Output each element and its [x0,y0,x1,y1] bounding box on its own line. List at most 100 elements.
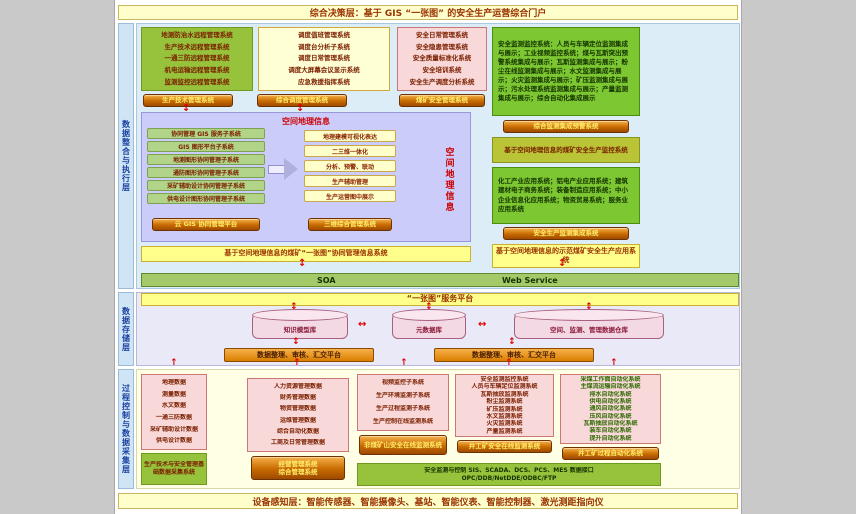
layer-label-storage: 数据存储层 [118,292,134,366]
connector-arrow-icon [508,338,516,347]
bottom-banner: 设备感知层：智能传感器、智能摄像头、基站、智能仪表、智能控制器、激光测距指向仪 [118,493,738,509]
system-item: 地测防治水远程管理系统 [161,31,233,40]
gis-subsystem-item: 采矿辅助设计协同管理子系统 [147,180,265,191]
system-item: 提升自动化系统 [589,434,632,442]
integrated-warning-system-button: 综合监测集成预警系统 [503,120,629,133]
data-item: 物资管理数据 [279,405,316,413]
system-item: 生产过程监测子系统 [375,404,430,412]
data-item: 一通三防数据 [155,413,192,421]
basic-data-collection-box: 生产技术与安全管理基础数据采集系统 [141,453,207,485]
erp-data-panel: 人力资源管理数据 财务管理数据 物资管理数据 运维管理数据 综合自动化数据 工商… [247,378,349,452]
system-item: 一通三防远程管理系统 [164,54,230,63]
gis-subsystem-item: 协同管理 GIS 服务子系统 [147,128,265,139]
metadata-db-cylinder: 元数据库 [392,309,466,339]
gis-transform-arrow-icon [268,158,300,180]
connector-arrow-icon [425,303,433,312]
web-service-label: Web Service [502,276,558,285]
system-item: 采煤工作面自动化系统 [580,376,641,383]
connector-arrow-icon [478,320,486,330]
system-item: 主煤流运输自动化系统 [580,383,641,391]
gis-capability-item: 分析、预警、联动 [304,160,396,172]
industry-description: 化工产业应用系统；铝电产业应用系统；建筑建材电子商务系统；装备制造应用系统；中小… [498,177,628,213]
gis-title: 空间地理信息 [282,117,330,126]
button-label-line: 经营管理系统 [278,459,318,468]
gis-capability-item: 地理建模可视化表达 [304,130,396,142]
connector-arrow-icon [290,303,298,312]
system-item: 安全质量标准化系统 [412,54,472,63]
gis-subsystem-item: 供电设计图形协同管理子系统 [147,193,265,204]
gis-side-label: 空间地理信息 [443,147,454,213]
mine-safety-panel: 安全监测监控系统 人员与车辆定位监测系统 瓦斯抽放监测系统 粉尘监测系统 矿压监… [455,374,554,437]
online-monitoring-system-button: 非煤矿山安全在线监测系统 [359,435,447,455]
top-banner: 综合决策层：基于 GIS “一张图” 的安全生产运营综合门户 [118,5,738,20]
gis-monitoring-result-box: 基于空间地理信息的煤矿安全生产监控系统 [492,137,640,163]
system-item: 生产环境监测子系统 [375,392,430,400]
automation-panel: 采煤工作面自动化系统 主煤流运输自动化系统 排水自动化系统 供电自动化系统 通风… [560,374,661,444]
knowledge-model-db-cylinder: 知识模型库 [252,309,348,339]
system-item: 机电运输远程管理系统 [164,66,230,75]
data-item: 综合自动化数据 [276,428,319,436]
gis-subsystem-item: 地测图形协同管理子系统 [147,154,265,165]
connector-arrow-icon [400,359,408,368]
gis-capability-item: 生产运营图中展示 [304,190,396,202]
system-item: 水文监测系统 [486,412,523,420]
system-item: 调度大屏幕会议显示系统 [288,66,360,75]
data-item: 水文数据 [161,402,186,410]
data-item: 测量数据 [161,390,186,398]
system-item: 人员与车辆定位监测系统 [471,383,538,391]
data-exchange-platform-right: 数据整理、审核、汇交平台 [434,348,594,362]
database-label: 元数据库 [416,326,442,335]
cloud-gis-platform-button: 云 GIS 协同管理平台 [152,218,260,231]
system-item: 瓦斯抽放自动化系统 [583,419,638,427]
system-item: 产量监测系统 [486,427,523,435]
safety-monitoring-integration-button: 安全生产监测集成系统 [503,227,629,240]
data-item: 地理数据 [161,378,186,386]
mine-safety-system-button: 煤矿安全管理系统 [399,94,485,107]
geo-data-panel: 地理数据 测量数据 水文数据 一通三防数据 采矿辅助设计数据 供电设计数据 [141,374,207,450]
system-item: 安全培训系统 [422,66,462,75]
connector-arrow-icon [292,338,300,347]
system-label: 生产技术与安全管理基础数据采集系统 [144,461,204,476]
connector-arrow-icon [585,303,593,312]
data-item: 财务管理数据 [279,394,316,402]
data-item: 采矿辅助设计数据 [149,425,198,433]
layer-label-integration: 数据整合与执行层 [118,23,134,289]
3d-management-system-button: 三维综合管理系统 [308,218,392,231]
system-item: 应急救援指挥系统 [298,77,350,86]
gis-capability-item: 生产辅助管理 [304,175,396,187]
data-item: 运维管理数据 [279,416,316,424]
connector-arrow-icon [298,259,306,269]
monitoring-panel: 安全监测监控系统：人员与车辆定位监测集成与展示；工业视频监控系统；煤与瓦斯突出预… [492,27,640,116]
system-item: 调度台分析子系统 [298,42,350,51]
connector-arrow-icon [558,259,566,269]
interface-protocols: OPC/DDB/NetDDE/ODBC/FTP [461,474,557,482]
management-system-button: 经营管理系统 综合管理系统 [251,456,345,480]
system-item: 火灾监测系统 [486,420,523,428]
system-item: 调度日常管理系统 [298,54,350,63]
system-item: 生产控制在线监测系统 [372,417,433,425]
system-item: 瓦斯抽放监测系统 [480,390,529,398]
system-item: 生产技术远程管理系统 [164,42,230,51]
connector-arrow-icon [182,104,190,114]
gis-subsystem-item: 通防图形协同管理子系统 [147,167,265,178]
scada-interface-bar: 安全监测与控制 SIS、SCADA、DCS、PCS、MES 数据接口 OPC/D… [357,463,661,486]
data-item: 供电设计数据 [155,437,192,445]
remote-systems-panel: 地测防治水远程管理系统 生产技术远程管理系统 一通三防远程管理系统 机电运输远程… [141,27,253,91]
process-automation-button: 井工矿过程自动化系统 [562,447,659,460]
connector-arrow-icon [170,359,178,368]
industry-apps-panel: 化工产业应用系统；铝电产业应用系统；建筑建材电子商务系统；装备制造应用系统；中小… [492,167,640,224]
system-item: 压风自动化系统 [589,412,632,420]
system-item: 安全隐患管理系统 [416,42,468,51]
system-item: 视频监控子系统 [381,379,424,387]
system-item: 矿压监测系统 [486,405,523,413]
monitoring-description: 安全监测监控系统：人员与车辆定位监测集成与展示；工业视频监控系统；煤与瓦斯突出预… [498,39,628,103]
system-item: 调度值班管理系统 [298,31,350,40]
layer-label-process: 过程控制与数据采集层 [118,369,134,489]
dispatch-systems-panel: 调度值班管理系统 调度台分析子系统 调度日常管理系统 调度大屏幕会议显示系统 应… [258,27,390,91]
database-label: 空间、监测、管理数据仓库 [550,326,628,335]
data-warehouse-cylinder: 空间、监测、管理数据仓库 [514,309,664,339]
connector-arrow-icon [610,359,618,368]
connector-arrow-icon [293,359,301,368]
interface-label: 安全监测与控制 SIS、SCADA、DCS、PCS、MES 数据接口 [424,466,594,474]
